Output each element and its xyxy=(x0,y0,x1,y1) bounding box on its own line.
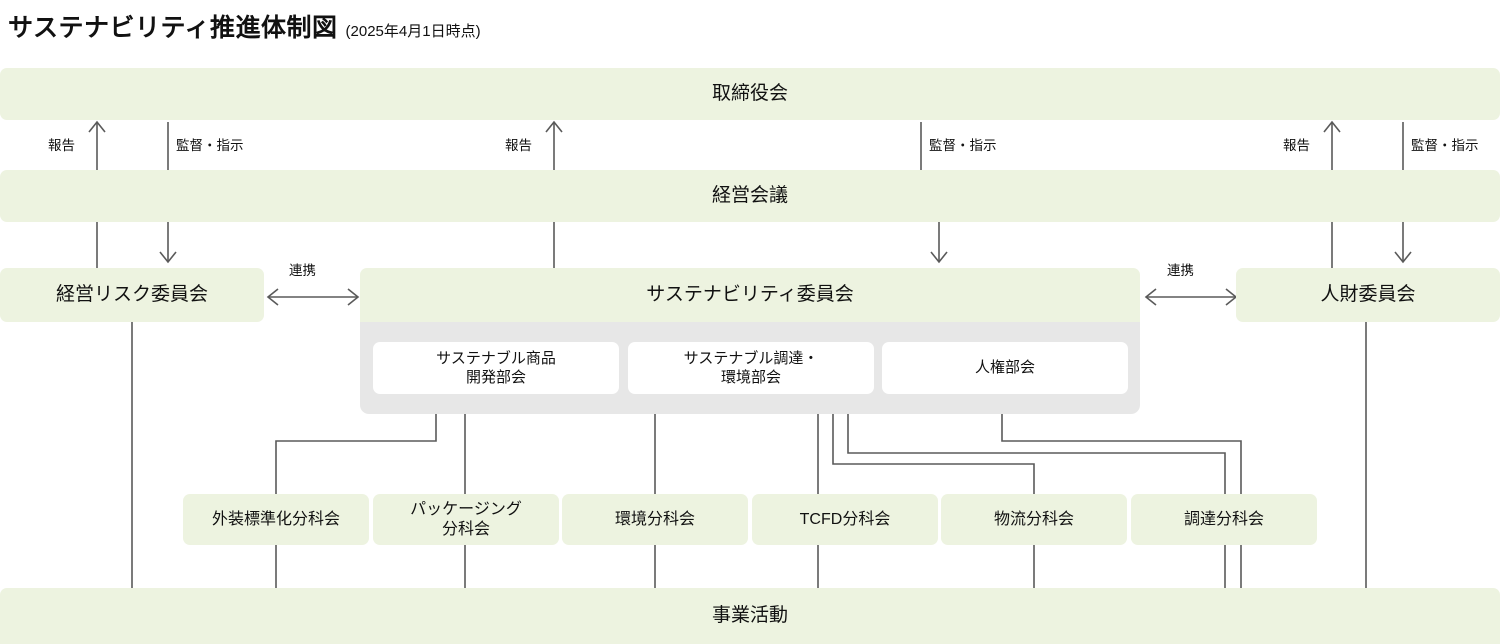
node-business-activities[interactable]: 事業活動 xyxy=(0,588,1500,644)
edge-label-report-3: 報告 xyxy=(1283,138,1310,153)
edge-label-link-left: 連携 xyxy=(289,263,316,278)
edge-label-supervise-3: 監督・指示 xyxy=(1411,138,1479,153)
title-subtitle: (2025年4月1日時点) xyxy=(345,23,481,40)
node-sustainability-committee-label: サステナビリティ委員会 xyxy=(646,284,854,306)
node-workgroup-procurement[interactable]: 調達分科会 xyxy=(1131,494,1317,545)
title-main: サステナビリティ推進体制図 xyxy=(8,14,338,42)
node-hr-committee[interactable]: 人財委員会 xyxy=(1236,268,1500,322)
node-sustainability-committee[interactable]: サステナビリティ委員会 xyxy=(360,268,1140,322)
node-subcommittee-product-development[interactable]: サステナブル商品開発部会 xyxy=(373,342,619,394)
node-workgroup-packaging[interactable]: パッケージング分科会 xyxy=(373,494,559,545)
node-workgroup-logistics-label: 物流分科会 xyxy=(993,510,1074,528)
node-workgroup-procurement-label: 調達分科会 xyxy=(1183,510,1264,528)
edge-label-report-2: 報告 xyxy=(505,138,532,153)
node-risk-committee[interactable]: 経営リスク委員会 xyxy=(0,268,264,322)
node-subcommittee-human-rights-label: 人権部会 xyxy=(974,359,1035,377)
node-risk-committee-label: 経営リスク委員会 xyxy=(55,284,208,306)
node-hr-committee-label: 人財委員会 xyxy=(1320,284,1416,306)
node-workgroup-tcfd-label: TCFD分科会 xyxy=(799,510,891,528)
node-workgroup-exterior-standardization[interactable]: 外装標準化分科会 xyxy=(183,494,369,545)
node-business-activities-label: 事業活動 xyxy=(711,605,788,627)
node-board[interactable]: 取締役会 xyxy=(0,68,1500,120)
node-workgroup-tcfd[interactable]: TCFD分科会 xyxy=(752,494,938,545)
page-title: サステナビリティ推進体制図 (2025年4月1日時点) xyxy=(8,8,481,44)
edge-label-report-1: 報告 xyxy=(48,138,75,153)
node-management-meeting[interactable]: 経営会議 xyxy=(0,170,1500,222)
node-workgroup-environment[interactable]: 環境分科会 xyxy=(562,494,748,545)
node-subcommittee-procurement-environment[interactable]: サステナブル調達・環境部会 xyxy=(628,342,874,394)
edge-label-supervise-1: 監督・指示 xyxy=(176,138,244,153)
node-workgroup-exterior-standardization-label: 外装標準化分科会 xyxy=(211,510,340,528)
node-workgroup-logistics[interactable]: 物流分科会 xyxy=(941,494,1127,545)
node-board-label: 取締役会 xyxy=(711,83,788,105)
node-workgroup-packaging-label: パッケージング分科会 xyxy=(410,500,522,538)
node-workgroup-environment-label: 環境分科会 xyxy=(614,510,695,528)
edge-label-supervise-2: 監督・指示 xyxy=(929,138,997,153)
node-management-meeting-label: 経営会議 xyxy=(711,185,788,207)
node-subcommittee-product-development-label: サステナブル商品開発部会 xyxy=(436,349,556,387)
node-subcommittee-human-rights[interactable]: 人権部会 xyxy=(882,342,1128,394)
node-subcommittee-procurement-environment-label: サステナブル調達・環境部会 xyxy=(683,349,819,387)
edge-label-link-right: 連携 xyxy=(1167,263,1194,278)
